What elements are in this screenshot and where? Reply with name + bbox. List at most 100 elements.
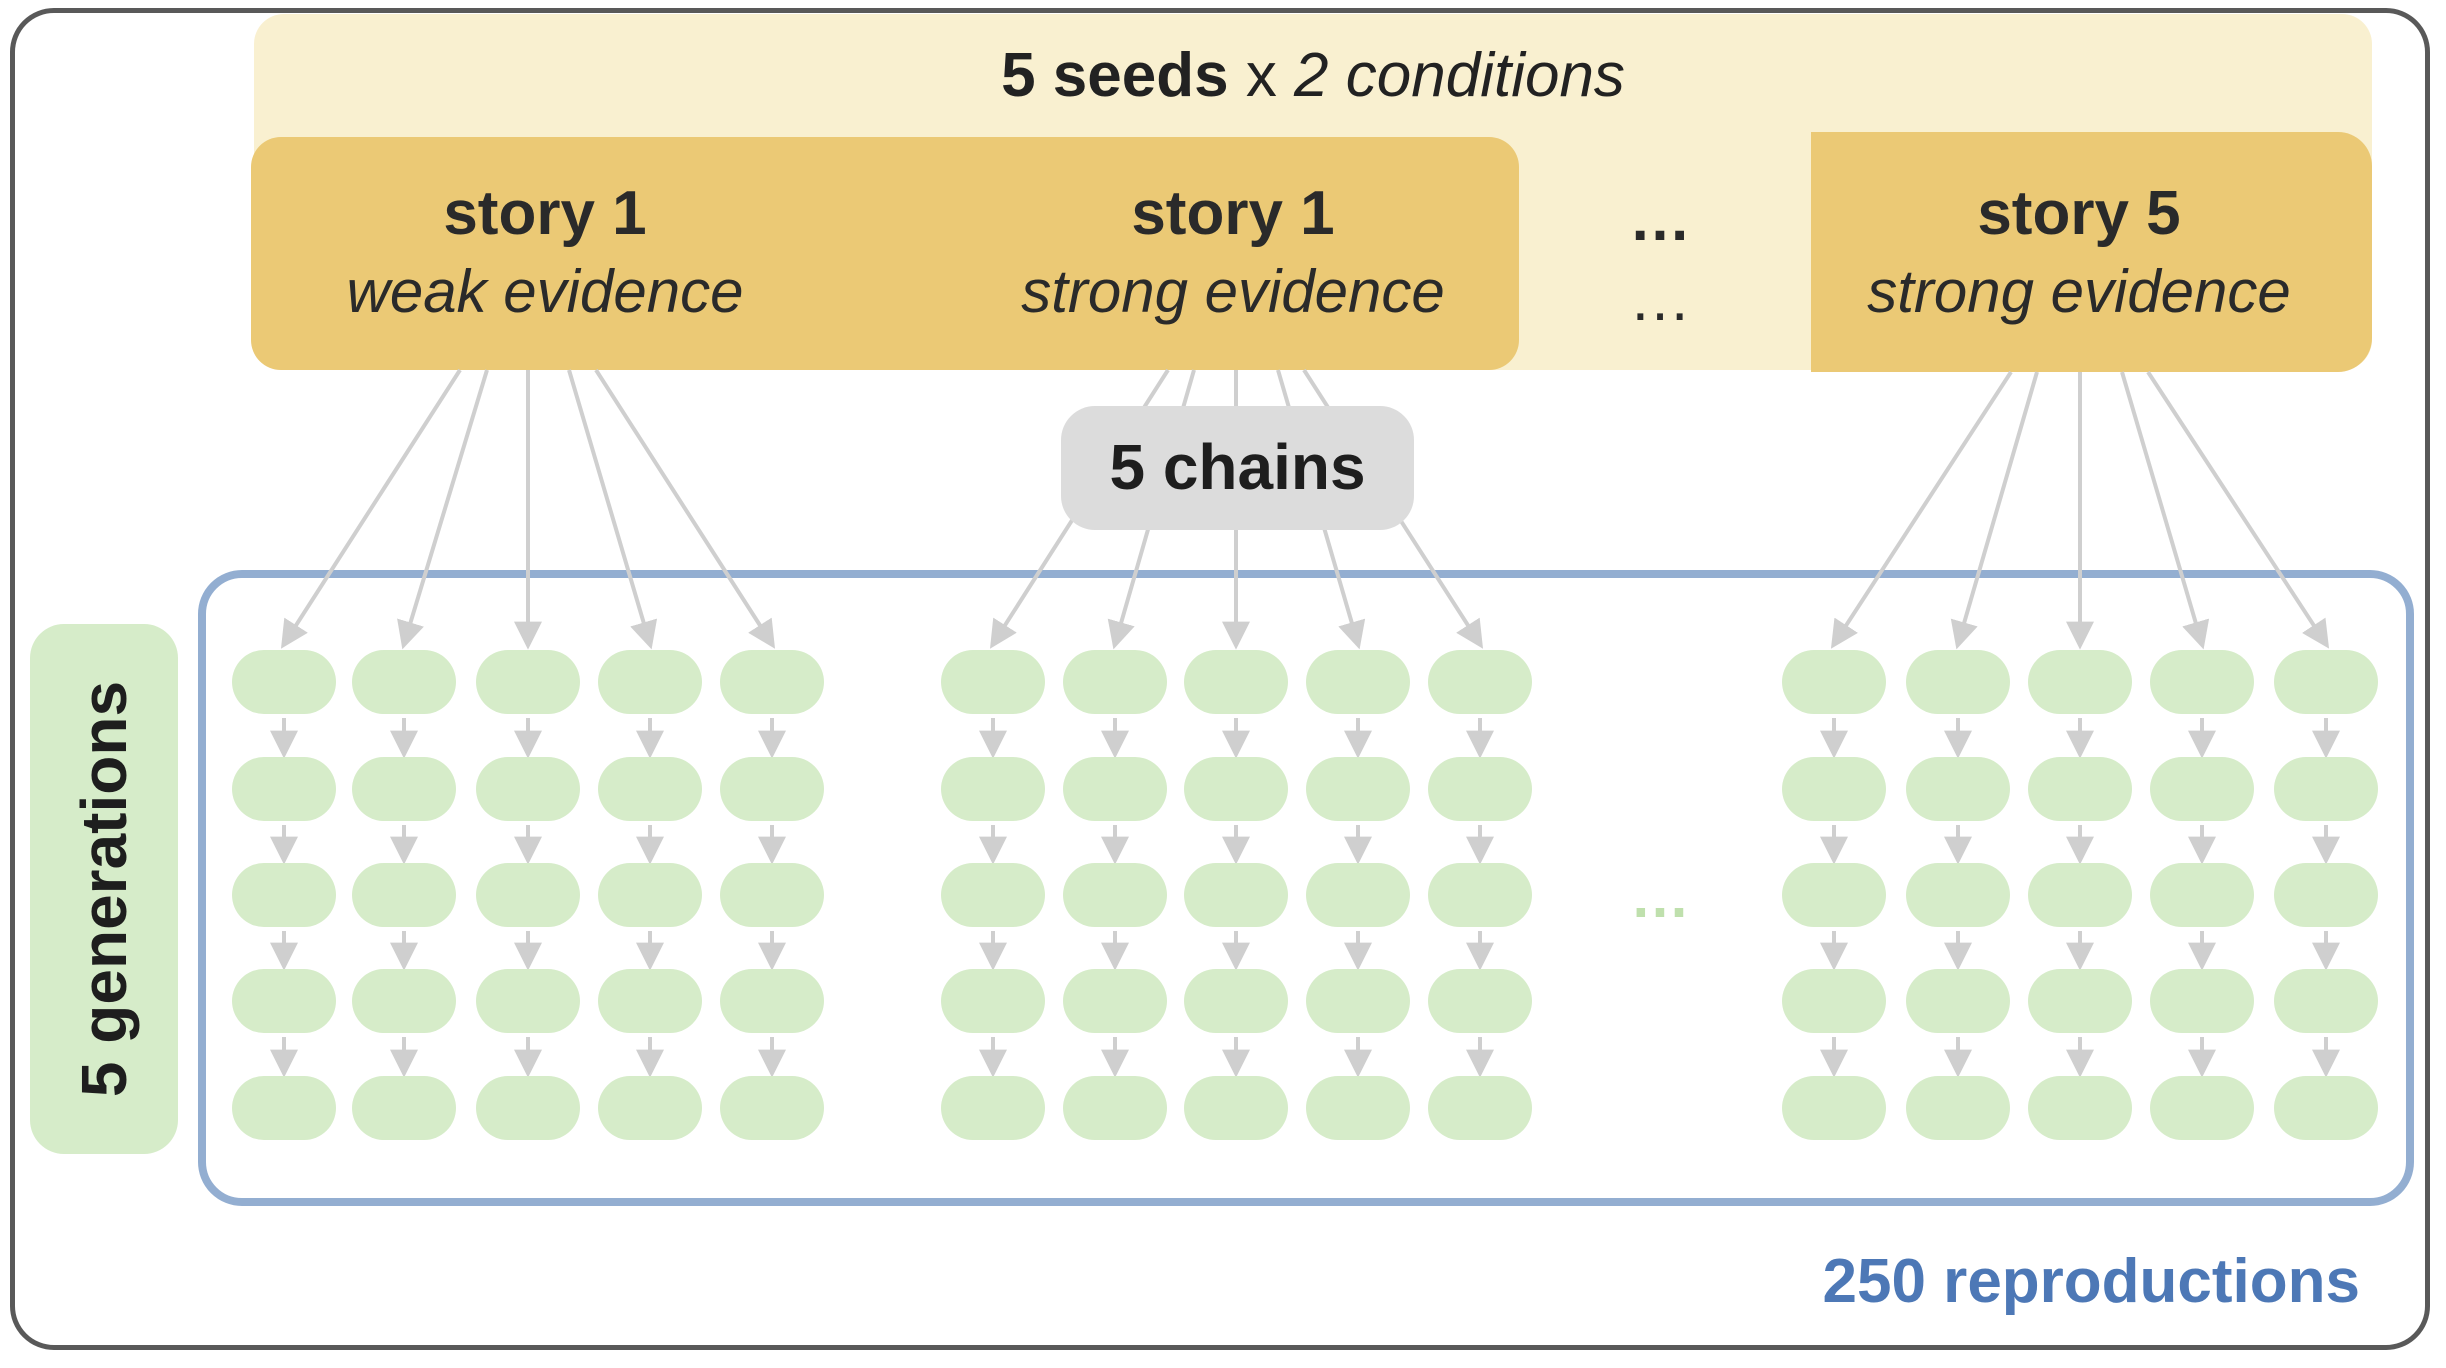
story-label-5-strong: story 5 strong evidence	[1799, 174, 2359, 330]
story-condition: strong evidence	[1021, 258, 1445, 325]
chains-pill	[1061, 406, 1414, 530]
generation-node	[1306, 1076, 1410, 1140]
chain-start-arrow	[280, 368, 462, 649]
generation-node	[2028, 969, 2132, 1033]
chain-start-arrow	[594, 368, 776, 649]
generation-node	[720, 650, 824, 714]
generation-node	[1306, 969, 1410, 1033]
generation-node	[1063, 969, 1167, 1033]
generation-node	[1184, 1076, 1288, 1140]
chain-start-arrow	[2146, 370, 2330, 649]
reproductions-label: 250 reproductions	[1822, 1247, 2360, 1316]
generation-node	[232, 863, 336, 927]
generation-node	[1782, 757, 1886, 821]
generation-node	[941, 1076, 1045, 1140]
generation-node	[598, 757, 702, 821]
generation-node	[1306, 650, 1410, 714]
generation-node	[598, 650, 702, 714]
chain-start-arrow	[397, 369, 489, 650]
generation-node	[1184, 757, 1288, 821]
story-condition: strong evidence	[1867, 258, 2291, 325]
generation-node	[1063, 650, 1167, 714]
chains-label: 5 chains	[1109, 431, 1366, 503]
generation-node	[941, 650, 1045, 714]
generation-node	[2150, 969, 2254, 1033]
generation-node	[352, 863, 456, 927]
generation-node	[1063, 1076, 1167, 1140]
generation-node	[1428, 757, 1532, 821]
generation-node	[1428, 969, 1532, 1033]
seeds-conditions-title: 5 seeds x 2 conditions	[254, 40, 2372, 111]
generation-node	[232, 650, 336, 714]
story-title: story 5	[1977, 179, 2181, 248]
generation-node	[598, 1076, 702, 1140]
generation-node	[1063, 863, 1167, 927]
generation-node	[2274, 650, 2378, 714]
generation-node	[1906, 757, 2010, 821]
ellipsis-generations: …	[1630, 863, 1690, 930]
chain-start-arrow	[2120, 371, 2210, 650]
generation-node	[476, 650, 580, 714]
generation-node	[352, 757, 456, 821]
generation-node	[2150, 757, 2254, 821]
story-title: story 1	[1131, 179, 1335, 248]
generation-node	[2150, 650, 2254, 714]
ellipsis-stories-plain: …	[1629, 265, 1691, 334]
generation-node	[720, 757, 824, 821]
generation-node	[476, 969, 580, 1033]
conditions-count: 2 conditions	[1294, 41, 1625, 110]
generation-node	[2028, 1076, 2132, 1140]
generation-node	[1906, 969, 2010, 1033]
generation-node	[2274, 863, 2378, 927]
generation-node	[1782, 1076, 1886, 1140]
chain-start-arrow	[567, 369, 658, 650]
generation-node	[232, 969, 336, 1033]
generation-node	[720, 1076, 824, 1140]
chain-start-arrow	[1950, 371, 2039, 650]
generation-node	[1906, 863, 2010, 927]
generation-node	[2028, 757, 2132, 821]
generation-node	[1184, 863, 1288, 927]
seeds-count: 5 seeds	[1001, 41, 1229, 110]
generation-node	[1782, 863, 1886, 927]
generation-node	[941, 863, 1045, 927]
generation-node	[720, 863, 824, 927]
generation-node	[352, 969, 456, 1033]
generation-node	[941, 969, 1045, 1033]
generation-node	[1063, 757, 1167, 821]
story-box-story-1	[251, 137, 1519, 370]
generation-node	[2274, 969, 2378, 1033]
generation-node	[1306, 863, 1410, 927]
story-label-1-weak: story 1 weak evidence	[265, 174, 825, 330]
chain-start-arrow	[1830, 370, 2013, 649]
story-label-1-strong: story 1 strong evidence	[953, 174, 1513, 330]
ellipsis-stories-bold: …	[1629, 185, 1691, 254]
generation-node	[1428, 650, 1532, 714]
generation-node	[2274, 1076, 2378, 1140]
generation-node	[476, 863, 580, 927]
generation-node	[941, 757, 1045, 821]
generation-node	[720, 969, 824, 1033]
generation-node	[476, 757, 580, 821]
generation-node	[1782, 650, 1886, 714]
generation-node	[352, 1076, 456, 1140]
generation-node	[2150, 863, 2254, 927]
times-sign: x	[1245, 41, 1277, 110]
generation-node	[1906, 1076, 2010, 1140]
generation-node	[1428, 863, 1532, 927]
generation-node	[232, 1076, 336, 1140]
generation-node	[1184, 650, 1288, 714]
generation-node	[598, 863, 702, 927]
generation-node	[2028, 863, 2132, 927]
generation-node	[352, 650, 456, 714]
generation-node	[1906, 650, 2010, 714]
generation-node	[1184, 969, 1288, 1033]
generation-node	[2028, 650, 2132, 714]
generation-node	[2150, 1076, 2254, 1140]
generation-node	[476, 1076, 580, 1140]
generation-node	[1782, 969, 1886, 1033]
generations-pill	[30, 624, 178, 1154]
generation-node	[2274, 757, 2378, 821]
generation-node	[1428, 1076, 1532, 1140]
